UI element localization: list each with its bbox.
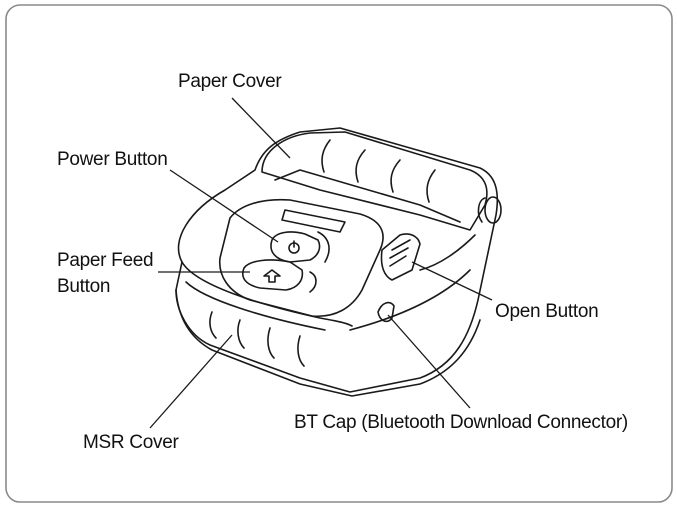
- leader-open-button: [411, 261, 493, 301]
- printer-base: [175, 289, 481, 397]
- leader-msr-cover: [149, 334, 233, 429]
- label-power-button: Power Button: [57, 149, 168, 170]
- label-msr-cover: MSR Cover: [83, 432, 179, 453]
- leader-paper-cover: [231, 97, 291, 159]
- leader-lines: [149, 97, 493, 429]
- open-button-part[interactable]: [380, 233, 421, 281]
- paper-cover-part: [261, 131, 488, 231]
- side-knob: [484, 196, 502, 224]
- msr-cover-part: [209, 311, 217, 339]
- paper-feed-button-part[interactable]: [242, 259, 304, 291]
- printer-illustration: [175, 127, 502, 397]
- leader-power-button: [169, 169, 279, 243]
- printer-body-outline: [175, 127, 499, 393]
- label-open-button: Open Button: [495, 301, 599, 322]
- label-paper-feed-line2: Button: [57, 276, 111, 297]
- label-paper-feed-line1: Paper Feed: [57, 250, 154, 271]
- paper-feed-icon: [263, 269, 281, 283]
- border-frame: [5, 4, 673, 503]
- leader-bt-cap: [387, 314, 471, 409]
- bt-cap-part[interactable]: [377, 301, 395, 323]
- control-panel: [219, 198, 384, 317]
- power-button-part[interactable]: [270, 231, 321, 263]
- label-paper-cover: Paper Cover: [178, 71, 282, 92]
- label-bt-cap: BT Cap (Bluetooth Download Connector): [294, 412, 628, 433]
